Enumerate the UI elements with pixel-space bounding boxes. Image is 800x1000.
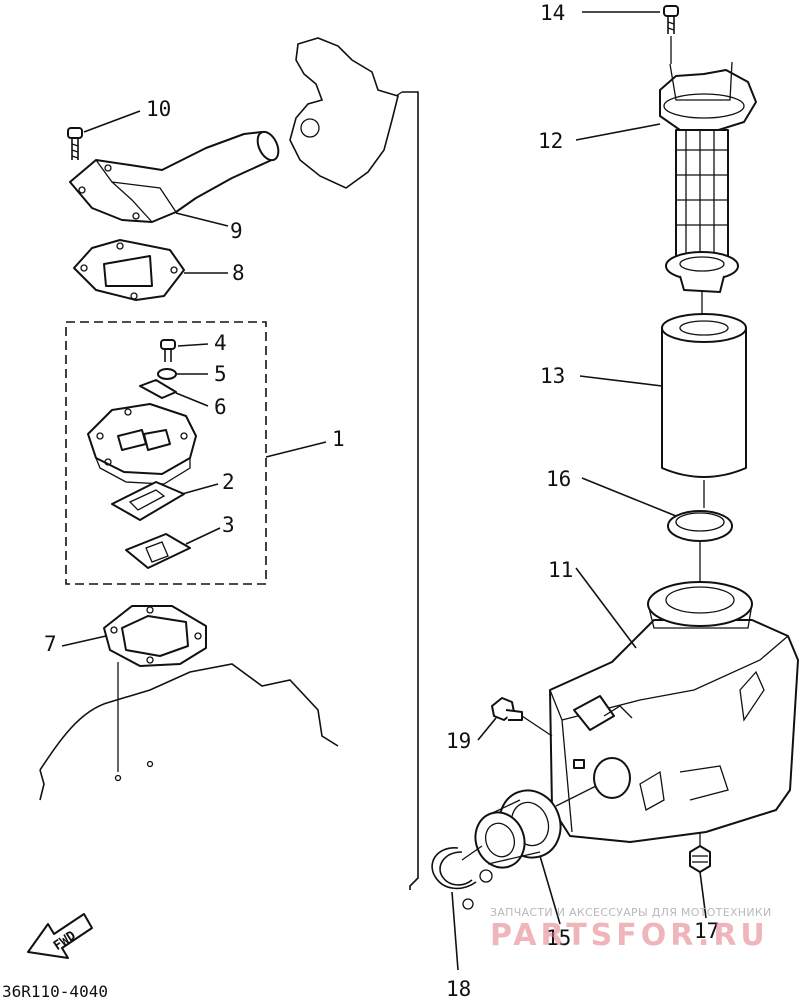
label-7: 7 <box>44 632 57 656</box>
reed-valve-body-icon <box>87 403 197 485</box>
crankcase-outline <box>39 663 339 771</box>
leader-16 <box>581 477 677 517</box>
leader-6 <box>175 392 209 407</box>
screw-4-icon <box>160 339 176 362</box>
label-6: 6 <box>214 395 227 419</box>
stopper-6-icon <box>139 379 177 399</box>
leader-13 <box>579 375 663 387</box>
label-1: 1 <box>332 427 345 451</box>
gasket-7-icon <box>103 605 207 667</box>
label-13: 13 <box>540 364 565 388</box>
level-gauge-15-icon <box>474 789 562 869</box>
label-17: 17 <box>694 919 719 943</box>
filter-13-icon <box>661 313 747 478</box>
leader-18 <box>451 891 459 971</box>
nut-17-icon <box>689 845 711 873</box>
leader-3 <box>185 527 221 545</box>
leader-11 <box>575 567 637 649</box>
reed-valve-assembly-box <box>65 321 267 585</box>
leader-10 <box>83 110 141 133</box>
leader-9 <box>175 212 229 227</box>
label-5: 5 <box>214 362 227 386</box>
label-2: 2 <box>222 470 235 494</box>
leader-4 <box>177 343 209 347</box>
oil-tank-11-icon <box>549 581 799 843</box>
label-4: 4 <box>214 331 227 355</box>
bolt-10-icon <box>67 127 83 160</box>
forward-arrow-icon: FWD <box>27 913 93 959</box>
label-9: 9 <box>230 219 243 243</box>
clip-18-icon <box>431 847 493 910</box>
intake-elbow-9-icon <box>69 130 280 223</box>
label-19: 19 <box>446 729 471 753</box>
label-16: 16 <box>546 467 571 491</box>
label-11: 11 <box>548 558 573 582</box>
cylinder-fragment <box>289 37 399 189</box>
oil-strainer-12-icon <box>659 61 757 293</box>
leader-2 <box>181 483 219 495</box>
plug-19-icon <box>491 697 523 721</box>
reed-plate-3-icon <box>125 533 191 569</box>
washer-5-icon <box>157 368 177 380</box>
label-3: 3 <box>222 513 235 537</box>
label-12: 12 <box>538 129 563 153</box>
reed-2-icon <box>111 481 185 521</box>
leader-12 <box>575 123 661 141</box>
label-18: 18 <box>446 977 471 1000</box>
label-15: 15 <box>546 926 571 950</box>
leader-7 <box>61 635 107 647</box>
leader-15 <box>539 855 561 925</box>
label-14: 14 <box>540 1 565 25</box>
o-ring-16-icon <box>667 510 733 542</box>
leader-1 <box>265 441 327 458</box>
leader-19 <box>477 717 497 741</box>
gasket-8-icon <box>73 239 185 301</box>
drawing-code: 36R110-4040 <box>2 982 108 1000</box>
leader-17 <box>699 871 707 919</box>
watermark-brand: PARTSFOR.RU <box>490 918 769 953</box>
label-10: 10 <box>146 97 171 121</box>
oil-line <box>402 91 419 890</box>
label-8: 8 <box>232 261 245 285</box>
bolt-14-icon <box>663 5 679 34</box>
watermark-caption: ЗАПЧАСТИ И АКСЕССУАРЫ ДЛЯ МОТОТЕХНИКИ <box>490 906 772 919</box>
